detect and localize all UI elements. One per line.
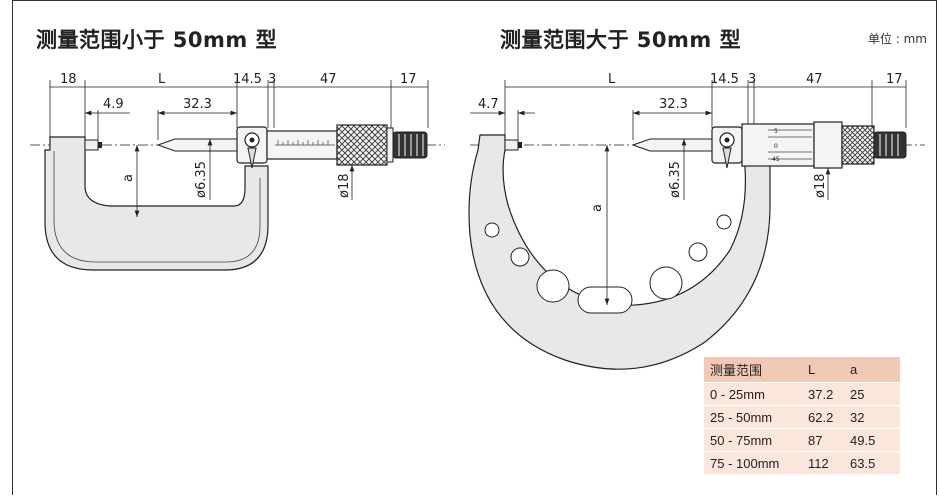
left-micrometer: 18 L 14.5 3 47 17 4.9 32.3 xyxy=(30,72,445,271)
dim-18: 18 xyxy=(60,72,77,87)
dim-line-4-7 xyxy=(470,110,535,140)
frame-border xyxy=(12,0,937,495)
cell-range: 50 - 75mm xyxy=(704,428,802,452)
left-spindle xyxy=(156,138,238,152)
table-row: 25 - 50mm 62.2 32 xyxy=(704,405,900,429)
right-micrometer: L 14.5 3 47 17 4.7 32.3 xyxy=(468,72,925,370)
cell-range: 75 - 100mm xyxy=(704,451,802,475)
right-thimble-knurl xyxy=(841,125,875,165)
table-row: 75 - 100mm 112 63.5 xyxy=(704,451,900,475)
dim-line-32-3 xyxy=(632,110,712,140)
left-anvil xyxy=(84,139,99,151)
cell-a: 32 xyxy=(844,405,900,429)
left-dim-line-top xyxy=(49,80,429,140)
right-ratchet xyxy=(873,131,907,159)
table-row: 50 - 75mm 87 49.5 xyxy=(704,428,900,452)
dim-17: 17 xyxy=(886,72,903,87)
left-frame-inner-edge xyxy=(53,151,261,263)
dim-32-3: 32.3 xyxy=(659,97,688,112)
dim-dia-18: ø18 xyxy=(813,174,828,199)
left-frame xyxy=(44,136,269,271)
dim-47: 47 xyxy=(806,72,823,87)
dim-32-3: 32.3 xyxy=(183,97,212,112)
header-a: a xyxy=(844,357,900,383)
dim-a: a xyxy=(121,174,136,182)
right-anvil xyxy=(504,139,519,151)
dim-a: a xyxy=(590,204,605,212)
header-range: 测量范围 xyxy=(704,357,802,383)
right-frame-holes xyxy=(484,214,732,314)
dim-L: L xyxy=(608,72,616,87)
left-thimble xyxy=(336,124,388,166)
dim-4-9: 4.9 xyxy=(103,97,124,112)
left-lock-lever xyxy=(247,147,257,169)
dim-3: 3 xyxy=(268,72,276,87)
right-frame xyxy=(468,134,771,370)
right-dim-line-top xyxy=(504,80,907,140)
right-spindle xyxy=(631,138,713,152)
dim-L: L xyxy=(158,72,166,87)
title-small-range: 测量范围小于 50mm 型 xyxy=(36,28,278,52)
table-row: 0 - 25mm 37.2 25 xyxy=(704,382,900,406)
right-thimble xyxy=(813,121,843,169)
dim-dia-6-35: ø6.35 xyxy=(194,161,209,198)
cell-L: 112 xyxy=(802,451,844,475)
unit-label: 单位 : mm xyxy=(867,32,927,46)
dim-17: 17 xyxy=(400,72,417,87)
dim-3: 3 xyxy=(748,72,756,87)
dim-line-4-9 xyxy=(85,110,130,140)
cell-a: 25 xyxy=(844,382,900,406)
dim-line-32-3 xyxy=(157,110,237,140)
header-L: L xyxy=(802,357,844,383)
cell-L: 62.2 xyxy=(802,405,844,429)
left-ratchet xyxy=(392,131,428,159)
dim-4-7: 4.7 xyxy=(478,97,499,112)
left-anvil-tip xyxy=(98,142,102,148)
scale-45: 45 xyxy=(772,156,780,163)
title-large-range: 测量范围大于 50mm 型 xyxy=(500,28,742,52)
dim-47: 47 xyxy=(320,72,337,87)
spec-table: 测量范围 L a 0 - 25mm 37.2 25 25 - 50mm 62.2… xyxy=(704,357,900,475)
dim-14-5: 14.5 xyxy=(710,72,739,87)
cell-L: 37.2 xyxy=(802,382,844,406)
dim-dia-18: ø18 xyxy=(337,174,352,199)
cell-a: 49.5 xyxy=(844,428,900,452)
cell-range: 25 - 50mm xyxy=(704,405,802,429)
cell-range: 0 - 25mm xyxy=(704,382,802,406)
scale-5: 5 xyxy=(774,128,778,135)
spec-table-header: 测量范围 L a xyxy=(704,357,900,383)
scale-0: 0 xyxy=(774,143,778,150)
dim-14-5: 14.5 xyxy=(233,72,262,87)
cell-L: 87 xyxy=(802,428,844,452)
left-sleeve-ticks xyxy=(275,140,335,146)
dim-dia-6-35: ø6.35 xyxy=(668,161,683,198)
right-lock-lever xyxy=(722,147,732,169)
cell-a: 63.5 xyxy=(844,451,900,475)
